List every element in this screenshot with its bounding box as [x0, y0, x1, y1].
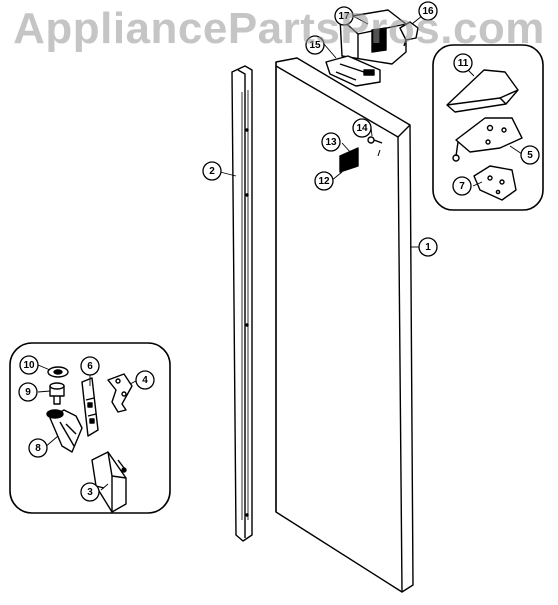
callout-circle — [18, 382, 38, 402]
callout-circle — [202, 161, 222, 181]
door-trim-strip — [231, 65, 253, 542]
callout-label: 7 — [459, 181, 465, 192]
callout-circle — [28, 438, 48, 458]
callout-5: 5 — [520, 145, 540, 165]
callout-label: 13 — [325, 137, 337, 148]
callout-circle — [352, 118, 372, 138]
callout-circle — [453, 53, 473, 73]
callout-label: 6 — [87, 361, 93, 372]
callout-circle — [305, 35, 325, 55]
callout-circle — [314, 171, 334, 191]
callout-12: 12 — [314, 171, 334, 191]
callout-label: 15 — [309, 40, 321, 51]
callout-14: 14 — [352, 118, 372, 138]
callout-circle — [135, 370, 155, 390]
callout-circle — [520, 145, 540, 165]
callout-10: 10 — [19, 355, 39, 375]
callout-label: 12 — [318, 176, 330, 187]
callout-circle — [334, 6, 354, 26]
callout-7: 7 — [452, 176, 472, 196]
callout-2: 2 — [202, 161, 222, 181]
callout-label: 11 — [458, 58, 469, 69]
callout-label: 3 — [87, 487, 93, 498]
callout-3: 3 — [80, 482, 100, 502]
screw — [367, 136, 383, 144]
callout-circle — [321, 132, 341, 152]
inset-box-left — [9, 342, 171, 514]
callout-16: 16 — [418, 1, 438, 21]
callout-1: 1 — [418, 237, 438, 257]
callout-9: 9 — [18, 382, 38, 402]
callout-label: 16 — [422, 6, 434, 17]
door-panel — [275, 57, 414, 593]
callout-label: 9 — [25, 387, 31, 398]
label-plate — [339, 147, 359, 173]
callout-label: 5 — [527, 150, 533, 161]
hinge-cover-assembly — [325, 9, 407, 87]
callout-label: 14 — [356, 123, 368, 134]
inset-box-right — [432, 44, 544, 211]
callout-17: 17 — [334, 6, 354, 26]
clip — [399, 21, 419, 47]
callout-15: 15 — [305, 35, 325, 55]
callout-label: 2 — [209, 166, 215, 177]
callout-label: 17 — [338, 11, 350, 22]
callout-13: 13 — [321, 132, 341, 152]
callout-circle — [452, 176, 472, 196]
callout-label: 8 — [35, 443, 41, 454]
callout-8: 8 — [28, 438, 48, 458]
callout-4: 4 — [135, 370, 155, 390]
callout-circle — [418, 237, 438, 257]
callout-circle — [80, 482, 100, 502]
callout-6: 6 — [80, 356, 100, 376]
callout-label: 4 — [142, 375, 148, 386]
callout-circle — [418, 1, 438, 21]
callout-circle — [19, 355, 39, 375]
callout-label: 1 — [425, 242, 431, 253]
callout-label: 10 — [23, 360, 35, 371]
callout-11: 11 — [453, 53, 473, 73]
callout-circle — [80, 356, 100, 376]
